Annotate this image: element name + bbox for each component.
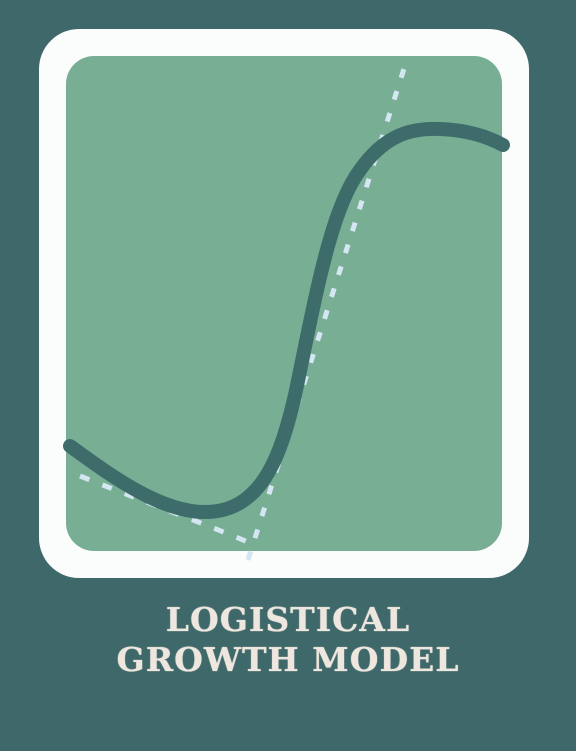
s-curve-icon: [63, 121, 510, 519]
chart-background: [66, 56, 502, 551]
chart-panel: [66, 56, 502, 551]
title-line-1: LOGISTICAL: [165, 600, 411, 639]
dashed-steep-line: [245, 55, 411, 561]
page-title: LOGISTICAL GROWTH MODEL: [0, 600, 576, 680]
title-line-2: GROWTH MODEL: [116, 640, 460, 679]
